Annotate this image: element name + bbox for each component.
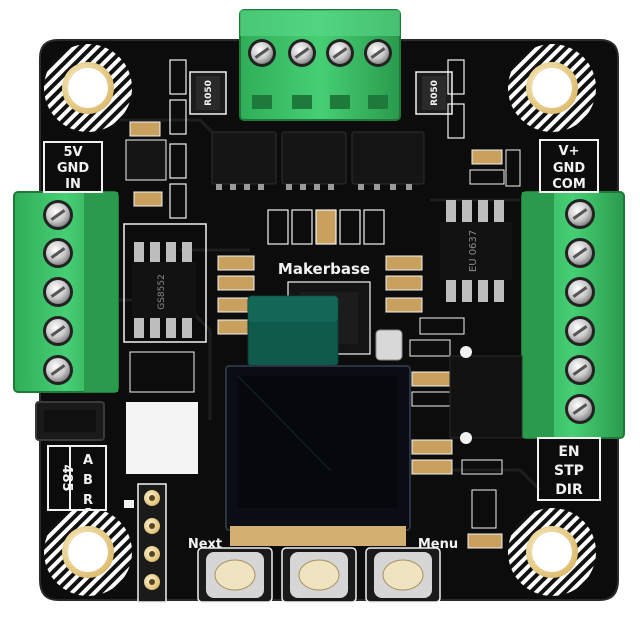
- label-485: 485: [59, 464, 74, 491]
- label-r: R: [83, 493, 93, 508]
- label-dir: DIR: [555, 482, 583, 498]
- brand-logo-text: Makerbase: [278, 260, 370, 278]
- left-power-labels: 5V GND IN: [43, 141, 103, 193]
- terminal-block-right: [521, 191, 625, 439]
- mounting-hole-bottom-left: [44, 508, 132, 596]
- terminal-block-left: [13, 191, 119, 393]
- right-components: [447, 59, 521, 187]
- mosfet-row: [211, 131, 425, 190]
- op-amp-right: EU 0637: [440, 200, 512, 302]
- label-a: A: [83, 453, 93, 468]
- oled-display: [225, 365, 411, 546]
- led-indicator: [124, 500, 134, 508]
- terminal-top-screws: [248, 39, 392, 67]
- mounting-hole-top-left: [44, 44, 132, 132]
- label-com: COM: [552, 177, 586, 192]
- button-next[interactable]: [197, 547, 273, 603]
- label-in: IN: [65, 177, 81, 192]
- label-en: EN: [558, 444, 579, 460]
- chip-marking-right: EU 0637: [468, 230, 479, 272]
- rs485-labels: 485 A B R: [47, 445, 107, 511]
- right-signal-labels: EN STP DIR: [537, 437, 601, 501]
- center-resistor-row: [267, 209, 385, 245]
- label-5v: 5V: [63, 145, 82, 160]
- label-gnd-left: GND: [57, 161, 90, 176]
- resistor-marking-right: R050: [430, 80, 440, 106]
- jst-connector: [35, 401, 105, 441]
- chip-marking-left: GS8552: [157, 274, 167, 310]
- label-next: Next: [188, 537, 222, 552]
- mounting-hole-bottom-right: [508, 508, 596, 596]
- header-pins: [137, 483, 167, 603]
- terminal-block-top: [239, 9, 401, 121]
- mounting-hole-top-right: [508, 44, 596, 132]
- label-menu: Menu: [418, 537, 458, 552]
- label-gnd-right: GND: [553, 161, 586, 176]
- button-center[interactable]: [281, 547, 357, 603]
- shunt-resistor-left: R050: [189, 71, 227, 115]
- left-mid-components: [129, 255, 255, 393]
- label-b: B: [83, 473, 93, 488]
- op-amp-left: GS8552: [123, 223, 207, 343]
- shunt-resistor-right: R050: [415, 71, 453, 115]
- left-components: [125, 59, 187, 219]
- right-power-labels: V+ GND COM: [539, 139, 599, 193]
- white-pad: [126, 402, 198, 474]
- label-vplus: V+: [559, 144, 580, 159]
- right-transistor: [449, 346, 523, 549]
- right-mid-components: [385, 255, 465, 475]
- resistor-marking-left: R050: [204, 80, 214, 106]
- label-stp: STP: [554, 463, 584, 479]
- button-menu[interactable]: [365, 547, 441, 603]
- crystal: [375, 329, 403, 361]
